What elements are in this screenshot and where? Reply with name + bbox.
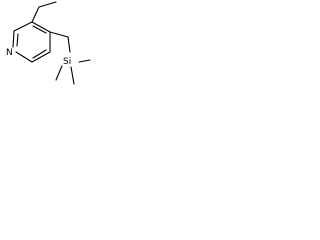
nitrogen-label: N: [6, 48, 13, 58]
ring-bond-c6-n: [15, 51, 33, 63]
ring-bond-n-c2: [12, 30, 15, 48]
ring-bond-c2-c3: [13, 21, 33, 32]
ethyl-bond-2: [38, 1, 57, 8]
methylene-bond: [49, 31, 69, 38]
chemical-structure: N Si: [6, 1, 91, 85]
si-methyl-bond-down: [70, 66, 75, 85]
ring-bond-c3-c4: [31, 21, 51, 33]
double-bond-inner-n-c2: [16, 33, 19, 47]
si-methyl-bond-right: [78, 59, 91, 63]
si-methyl-bond-left: [55, 65, 63, 81]
methylene-si-bond: [67, 36, 71, 53]
pyridine-ring: [12, 21, 51, 63]
ring-bond-c5-c6: [31, 51, 51, 63]
ethyl-group: [31, 1, 57, 23]
double-bond-inner-c5-c6: [32, 49, 47, 59]
ethyl-bond-1: [31, 6, 40, 23]
double-bond-inner-c3-c4: [32, 25, 47, 34]
silicon-label: Si: [63, 57, 71, 67]
trimethylsilylmethyl-group: [49, 31, 91, 85]
